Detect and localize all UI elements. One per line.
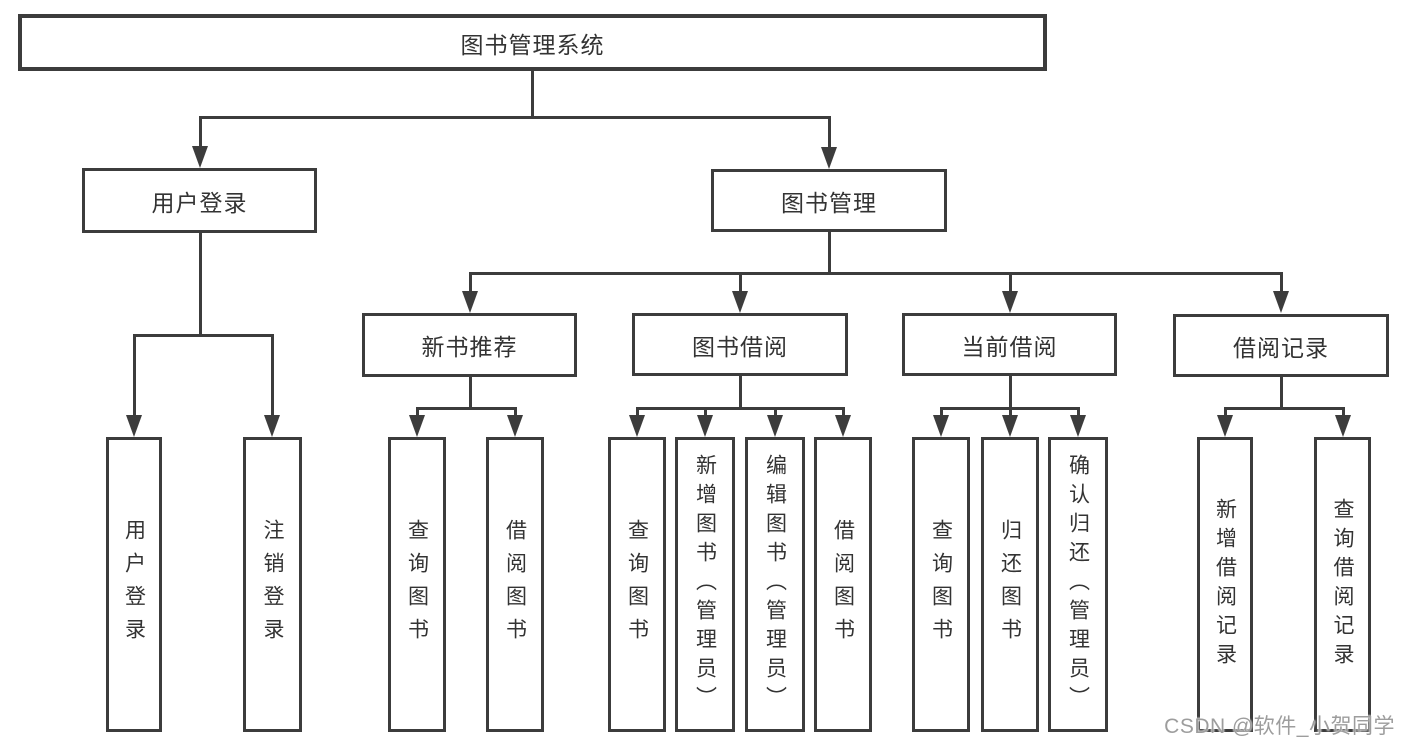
node-leaf-add-borrow-record: 新增借阅记录 (1197, 437, 1253, 732)
csdn-watermark: CSDN @软件_小贺同学 (1164, 715, 1395, 738)
node-borrowing-records: 借阅记录 (1173, 314, 1389, 377)
arrow-down-icon (821, 147, 837, 169)
node-leaf-confirm-return-admin: 确认归还（管理员） (1048, 437, 1108, 732)
arrow-down-icon (462, 291, 478, 313)
arrow-down-icon (1002, 291, 1018, 313)
connector-line (1009, 407, 1012, 417)
connector-line (469, 377, 472, 410)
node-user-login: 用户登录 (82, 168, 317, 233)
connector-line (469, 272, 472, 292)
connector-line (416, 407, 419, 417)
node-leaf-borrow-book-recommend: 借阅图书 (486, 437, 544, 732)
connector-line (636, 407, 845, 410)
node-leaf-edit-book-admin: 编辑图书（管理员） (745, 437, 805, 732)
arrow-down-icon (835, 415, 851, 437)
connector-line (1009, 376, 1012, 410)
arrow-down-icon (1335, 415, 1351, 437)
arrow-down-icon (732, 291, 748, 313)
node-leaf-user-login: 用户登录 (106, 437, 162, 732)
connector-line (1009, 272, 1012, 292)
connector-line (940, 407, 943, 417)
arrow-down-icon (1217, 415, 1233, 437)
connector-line (774, 407, 777, 417)
connector-line (271, 334, 274, 416)
connector-line (133, 334, 274, 337)
arrow-down-icon (1070, 415, 1086, 437)
node-book-borrowing: 图书借阅 (632, 313, 848, 376)
connector-line (739, 272, 742, 292)
connector-line (1280, 377, 1283, 410)
node-leaf-return-book: 归还图书 (981, 437, 1039, 732)
node-leaf-query-borrow-record: 查询借阅记录 (1314, 437, 1371, 732)
node-leaf-add-book-admin: 新增图书（管理员） (675, 437, 735, 732)
connector-line (828, 232, 831, 275)
connector-line (531, 71, 534, 118)
connector-line (1280, 272, 1283, 292)
connector-line (636, 407, 639, 417)
arrow-down-icon (192, 146, 208, 168)
node-leaf-borrow-book: 借阅图书 (814, 437, 872, 732)
connector-line (1342, 407, 1345, 417)
connector-line (1224, 407, 1227, 417)
node-leaf-logout: 注销登录 (243, 437, 302, 732)
connector-line (739, 376, 742, 410)
connector-line (199, 116, 831, 119)
arrow-down-icon (1273, 291, 1289, 313)
connector-line (199, 116, 202, 148)
arrow-down-icon (1002, 415, 1018, 437)
arrow-down-icon (933, 415, 949, 437)
arrow-down-icon (629, 415, 645, 437)
node-leaf-query-book-borrowing: 查询图书 (608, 437, 666, 732)
connector-line (199, 233, 202, 336)
node-leaf-query-book-recommend: 查询图书 (388, 437, 446, 732)
connector-line (828, 116, 831, 149)
node-book-management: 图书管理 (711, 169, 947, 232)
connector-line (469, 272, 1283, 275)
connector-line (133, 334, 136, 416)
node-new-book-recommend: 新书推荐 (362, 313, 577, 377)
arrow-down-icon (126, 415, 142, 437)
arrow-down-icon (697, 415, 713, 437)
arrow-down-icon (767, 415, 783, 437)
connector-line (514, 407, 517, 417)
node-current-borrowing: 当前借阅 (902, 313, 1117, 376)
arrow-down-icon (507, 415, 523, 437)
node-library-system: 图书管理系统 (18, 14, 1047, 71)
connector-line (842, 407, 845, 417)
connector-line (704, 407, 707, 417)
connector-line (1077, 407, 1080, 417)
arrow-down-icon (264, 415, 280, 437)
connector-line (1224, 407, 1345, 410)
node-leaf-query-book-current: 查询图书 (912, 437, 970, 732)
arrow-down-icon (409, 415, 425, 437)
connector-line (416, 407, 517, 410)
